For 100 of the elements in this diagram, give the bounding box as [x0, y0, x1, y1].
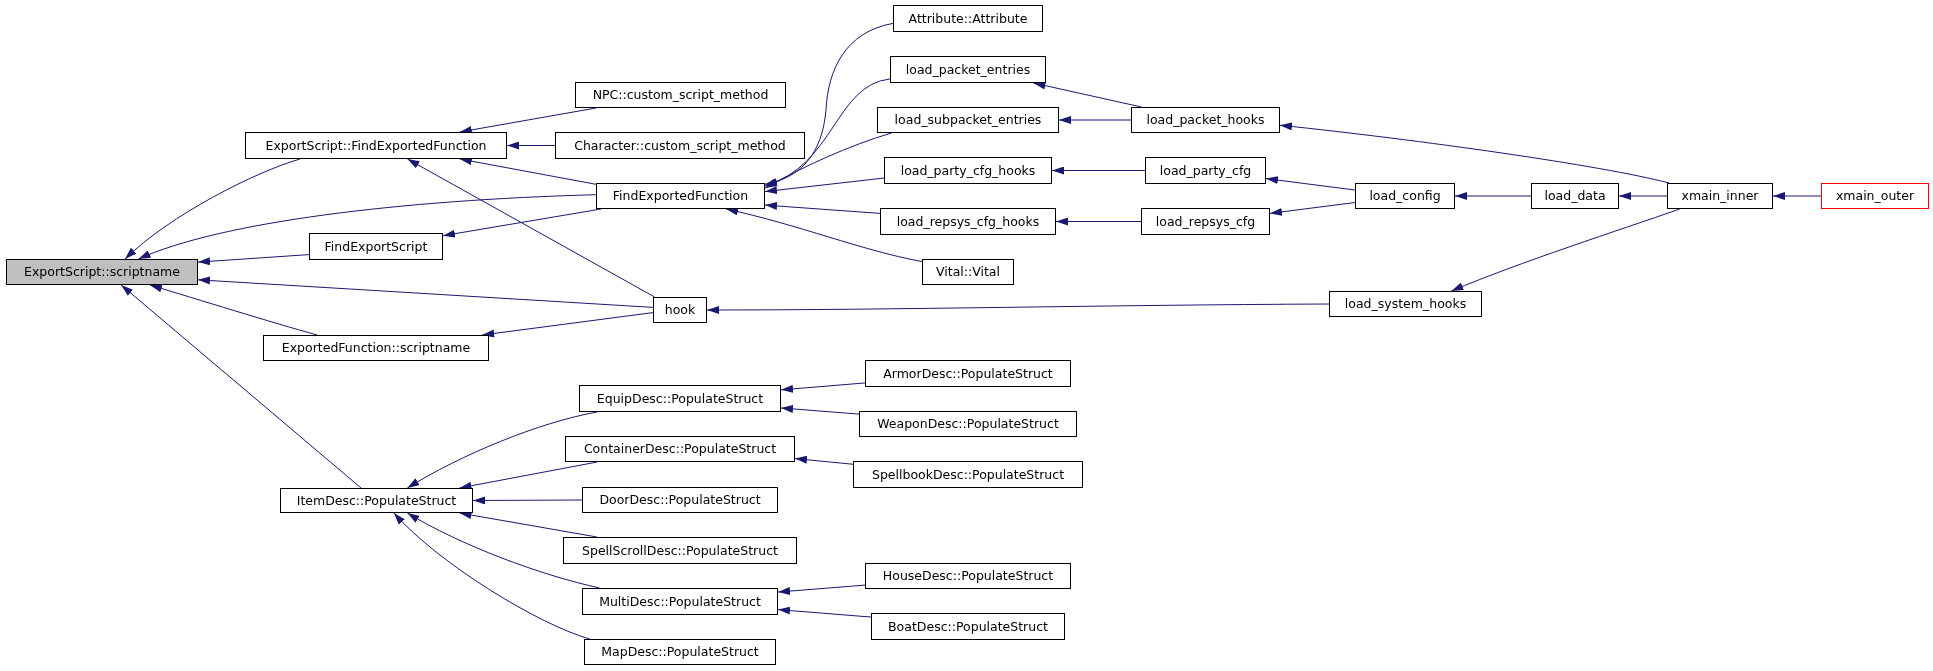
function-box: [1531, 183, 1619, 209]
call-arrow: [764, 177, 885, 195]
function-box: [1667, 183, 1773, 209]
call-arrow: [459, 157, 597, 185]
call-arrow: [393, 512, 591, 640]
function-name: ExportedFunction::scriptname: [281, 341, 471, 355]
function-name: SpellScrollDesc::PopulateStruct: [582, 543, 778, 558]
call-arrow: [725, 207, 923, 263]
function-box: [263, 335, 489, 361]
function-name: SpellbookDesc::PopulateStruct: [871, 467, 1065, 482]
function-name: hook: [664, 303, 696, 317]
call-arrow: [197, 254, 310, 266]
function-box: [309, 233, 443, 260]
function-name: ArmorDesc::PopulateStruct: [883, 366, 1053, 381]
call-arrow: [780, 382, 866, 393]
function-name: load_repsys_cfg: [1155, 214, 1256, 229]
call-arrow: [1055, 217, 1142, 226]
function-box: [555, 132, 805, 159]
call-arrow: [706, 303, 1330, 314]
function-box: [859, 411, 1077, 437]
function-box: [922, 259, 1014, 285]
call-arrow: [780, 404, 860, 415]
function-box: [575, 82, 786, 108]
function-name: load_system_hooks: [1344, 297, 1467, 311]
call-arrow: [1051, 166, 1146, 175]
function-name: Attribute::Attribute: [908, 11, 1028, 26]
call-arrow: [777, 606, 872, 618]
call-arrow: [1265, 176, 1356, 191]
function-box: [865, 563, 1071, 589]
function-box: [1821, 183, 1929, 209]
call-arrow: [1450, 208, 1681, 292]
call-arrow: [124, 158, 301, 260]
function-name: ExportScript::scriptname: [24, 265, 180, 279]
call-arrow: [764, 78, 891, 187]
call-arrow: [120, 284, 362, 489]
function-name: ItemDesc::PopulateStruct: [296, 493, 457, 508]
function-name: ContainerDesc::PopulateStruct: [583, 442, 777, 456]
function-name: EquipDesc::PopulateStruct: [596, 391, 764, 406]
call-arrow: [1772, 192, 1822, 200]
function-box: [1141, 208, 1270, 235]
call-arrow: [1454, 192, 1532, 200]
call-arrow: [406, 158, 656, 298]
function-name: load_packet_hooks: [1146, 113, 1265, 127]
function-name: xmain_inner: [1681, 189, 1759, 203]
function-box: [565, 436, 795, 462]
function-box: [563, 537, 797, 564]
function-box: [653, 297, 707, 323]
call-arrow: [149, 284, 318, 336]
function-name: MapDesc::PopulateStruct: [601, 645, 759, 659]
function-name: xmain_outer: [1835, 189, 1915, 203]
call-arrow: [764, 22, 894, 186]
function-name: load_data: [1544, 189, 1606, 203]
function-box: [1145, 157, 1266, 184]
call-arrow: [481, 312, 654, 338]
function-box: [853, 461, 1083, 488]
function-box: [877, 107, 1059, 133]
function-box: [582, 588, 778, 615]
call-arrow: [794, 455, 854, 465]
call-arrow: [1058, 116, 1132, 124]
function-box: [579, 385, 781, 412]
function-name: load_subpacket_entries: [894, 113, 1042, 127]
function-box: [1355, 183, 1455, 209]
function-name: Vital::Vital: [936, 265, 1000, 279]
call-arrow: [1033, 81, 1142, 108]
function-box: [596, 183, 765, 209]
function-name: load_party_cfg_hooks: [900, 163, 1036, 178]
function-name: load_repsys_cfg_hooks: [896, 214, 1040, 229]
call-arrow: [764, 201, 881, 214]
function-name: Character::custom_script_method: [574, 138, 786, 153]
function-box: [893, 5, 1043, 32]
function-box: [890, 56, 1046, 83]
function-name: MultiDesc::PopulateStruct: [599, 594, 761, 609]
function-name: HouseDesc::PopulateStruct: [882, 569, 1054, 583]
function-name: BoatDesc::PopulateStruct: [888, 619, 1048, 634]
call-arrow: [764, 132, 893, 189]
function-name: ExportScript::FindExportedFunction: [265, 138, 487, 153]
function-name: NPC::custom_script_method: [592, 88, 769, 102]
call-arrow: [472, 496, 583, 505]
function-name: FindExportScript: [324, 239, 428, 254]
call-arrow: [197, 276, 654, 308]
function-name: FindExportedFunction: [612, 189, 749, 203]
function-name: load_config: [1369, 189, 1441, 203]
function-name: WeaponDesc::PopulateStruct: [877, 417, 1059, 431]
function-name: load_party_cfg: [1159, 163, 1252, 178]
function-box: [584, 639, 776, 665]
call-arrow: [1618, 192, 1668, 200]
function-box: [871, 613, 1065, 640]
function-name: load_packet_entries: [905, 62, 1031, 77]
function-box: [6, 259, 198, 285]
function-box: [245, 132, 507, 159]
call-arrow: [506, 141, 556, 150]
function-box: [1329, 291, 1482, 317]
function-box: [884, 157, 1052, 184]
call-arrow: [1279, 122, 1670, 184]
function-name: DoorDesc::PopulateStruct: [599, 493, 761, 507]
call-arrow: [138, 194, 597, 260]
function-box: [1131, 107, 1280, 133]
function-box: [582, 487, 778, 513]
function-box: [880, 208, 1056, 235]
call-arrow: [777, 584, 866, 596]
